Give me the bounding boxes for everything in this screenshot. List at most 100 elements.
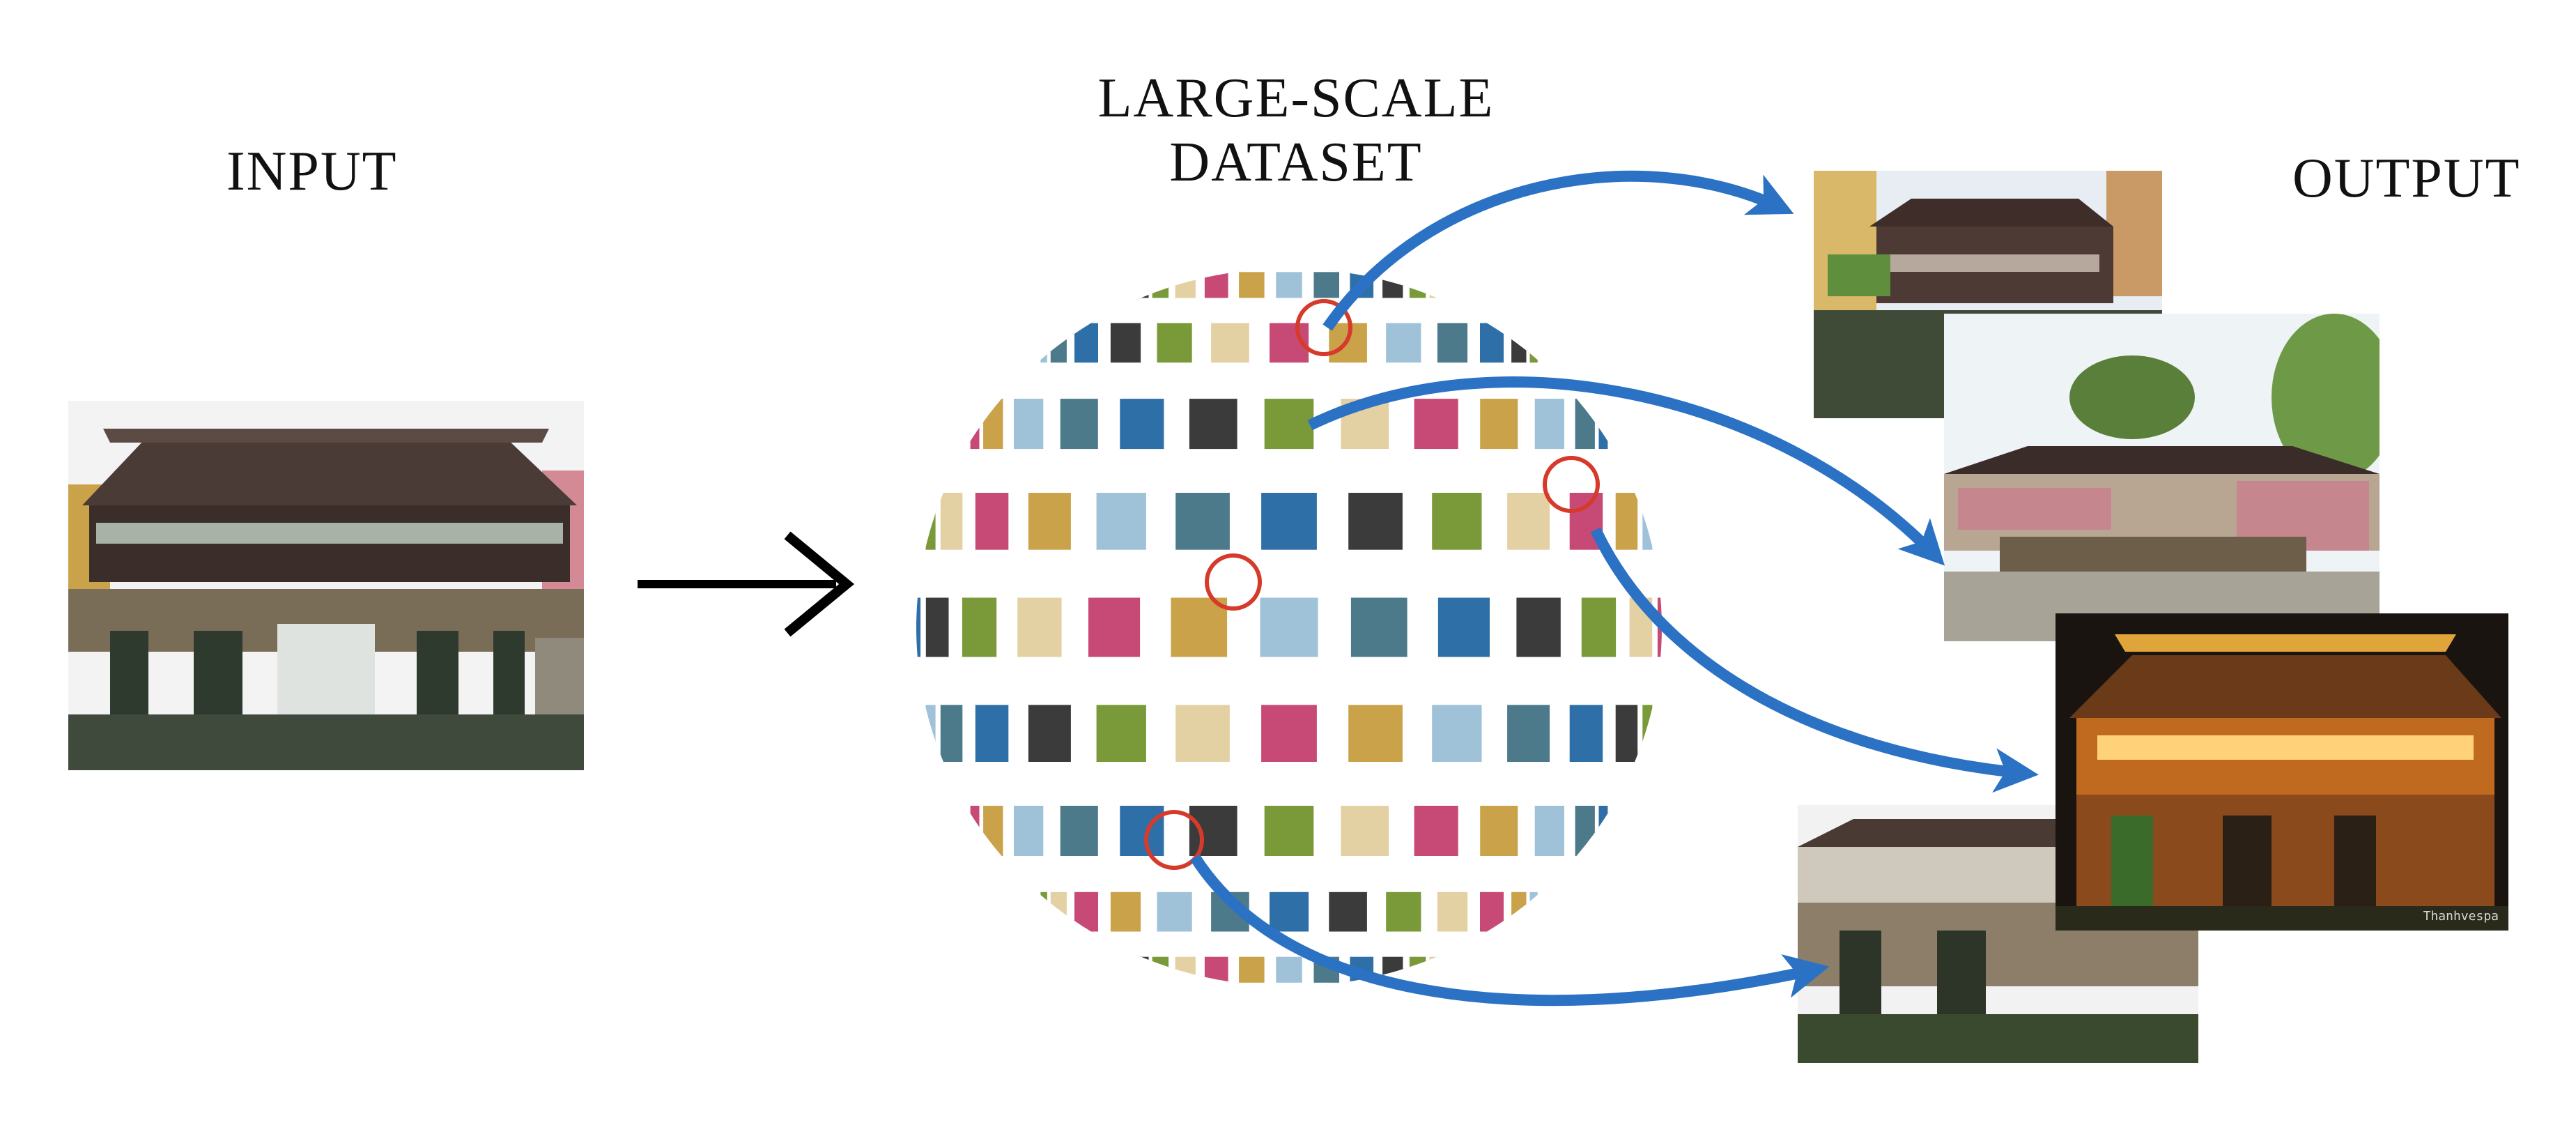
dataset-image-tile	[1272, 953, 1306, 986]
output-label: OUTPUT	[2292, 148, 2521, 209]
dataset-image-tile	[1258, 701, 1320, 765]
dataset-image-tile	[1405, 953, 1430, 986]
dataset-image-tile	[1639, 489, 1656, 553]
dataset-image-tile	[1116, 802, 1168, 859]
dataset-image-tile	[1116, 395, 1168, 453]
dataset-image-tile	[1134, 953, 1152, 986]
dataset-image-tile	[922, 701, 939, 765]
dataset-image-tile	[1526, 888, 1541, 935]
dataset-image-tile	[1476, 395, 1522, 453]
dataset-image-tile	[1526, 319, 1541, 367]
dataset-image-tile	[1476, 802, 1522, 859]
dataset-image-tile	[1639, 701, 1656, 765]
dataset-image-tile	[1566, 701, 1607, 765]
dataset-image-tile	[1134, 268, 1152, 302]
dataset-image-tile	[1266, 888, 1313, 935]
dataset-image-tiles	[916, 251, 1662, 1004]
dataset-image-tile	[1595, 802, 1612, 859]
dataset-image-tile	[1047, 888, 1070, 935]
dataset-image-tile	[1014, 594, 1065, 661]
output-photo-4: Thanhvespa	[2056, 613, 2508, 931]
dataset-image-tile	[1566, 489, 1607, 553]
dataset-image-tile	[1247, 251, 1260, 261]
dataset-image-tile	[1047, 319, 1070, 367]
highlight-circle	[1144, 810, 1204, 870]
dataset-image-tile	[1127, 268, 1141, 302]
dataset-image-tile	[1024, 489, 1074, 553]
dataset-image-tile	[966, 395, 983, 453]
input-label: INPUT	[226, 141, 398, 202]
dataset-image-tile	[1318, 251, 1331, 261]
dataset-image-tile	[1347, 594, 1411, 661]
output-photo-2	[1944, 314, 2380, 641]
dataset-image-tile	[1433, 888, 1472, 935]
dataset-label-line2: DATASET	[1169, 132, 1423, 193]
dataset-image-tile	[1325, 888, 1371, 935]
dataset-image-tile	[1426, 268, 1444, 302]
arrow-right-icon	[638, 531, 855, 637]
dataset-image-tile	[1346, 268, 1378, 302]
dataset-image-tile	[1235, 953, 1268, 986]
dataset-image-tile	[1093, 701, 1150, 765]
dataset-image-tile	[958, 594, 1001, 661]
dataset-image-tile	[1208, 319, 1253, 367]
dataset-image-tile	[1269, 993, 1283, 1004]
dataset-image-tile	[1281, 251, 1296, 261]
dataset-image-tile	[1071, 319, 1102, 367]
dataset-image-tile	[1127, 953, 1141, 986]
dataset-image-tile	[1171, 268, 1199, 302]
dataset-image-tile	[922, 489, 939, 553]
dataset-image-tile	[1172, 489, 1233, 553]
dataset-image-tile	[1345, 489, 1406, 553]
dataset-image-tile	[1235, 268, 1268, 302]
dataset-image-tile	[1258, 489, 1320, 553]
dataset-image-tile	[1428, 489, 1486, 553]
dataset-image-tile	[936, 489, 966, 553]
dataset-image-tile	[1426, 953, 1444, 986]
dataset-image-tile	[1071, 888, 1102, 935]
dataset-image-tile	[1571, 395, 1598, 453]
dataset-label: LARGE-SCALE DATASET	[1031, 66, 1561, 194]
dataset-image-tile	[1185, 395, 1241, 453]
dataset-image-tile	[966, 802, 983, 859]
dataset-image-tile	[1295, 993, 1309, 1004]
dataset-image-tile	[1382, 319, 1425, 367]
dataset-image-tile	[1531, 395, 1568, 453]
dataset-image-tile	[1334, 993, 1344, 1004]
dataset-image-tile	[1626, 594, 1656, 661]
dataset-image-tile	[936, 701, 966, 765]
dataset-image-tile	[1024, 701, 1074, 765]
dataset-image-tile	[1171, 953, 1199, 986]
dataset-image-tile	[1269, 251, 1283, 261]
dataset-image-tile	[916, 594, 925, 661]
dataset-image-tile	[1410, 395, 1462, 453]
dataset-image-tile	[1307, 251, 1321, 261]
dataset-image-tile	[1247, 993, 1260, 1004]
dataset-image-tile	[1379, 268, 1407, 302]
dataset-image-tile	[1578, 594, 1620, 661]
dataset-image-tile	[1272, 268, 1306, 302]
dataset-image-tile	[1172, 701, 1233, 765]
dataset-image-tile	[1410, 802, 1462, 859]
dataset-image-tile	[971, 489, 1012, 553]
dataset-image-tile	[1531, 802, 1568, 859]
dataset-image-tile	[1281, 993, 1296, 1004]
dataset-image-tile	[1257, 993, 1271, 1004]
dataset-image-tile	[1260, 802, 1318, 859]
dataset-image-tile	[1056, 395, 1102, 453]
dataset-image-tile	[1085, 594, 1144, 661]
dataset-image-tile	[922, 594, 952, 661]
dataset-image-tile	[1010, 802, 1047, 859]
input-bridge-photo	[68, 401, 584, 770]
dataset-image-tile	[1337, 395, 1393, 453]
dataset-image-tile	[1010, 395, 1047, 453]
dataset-image-tile	[1346, 953, 1378, 986]
dataset-image-tile	[1612, 489, 1642, 553]
dataset-image-tile	[1327, 251, 1339, 261]
dataset-image-tile	[1257, 251, 1271, 261]
dataset-image-tile	[1201, 268, 1232, 302]
dataset-image-tile	[1106, 319, 1145, 367]
dataset-image-tile	[1595, 395, 1612, 453]
dataset-image-tile	[1148, 953, 1173, 986]
dataset-image-tile	[1318, 993, 1331, 1004]
